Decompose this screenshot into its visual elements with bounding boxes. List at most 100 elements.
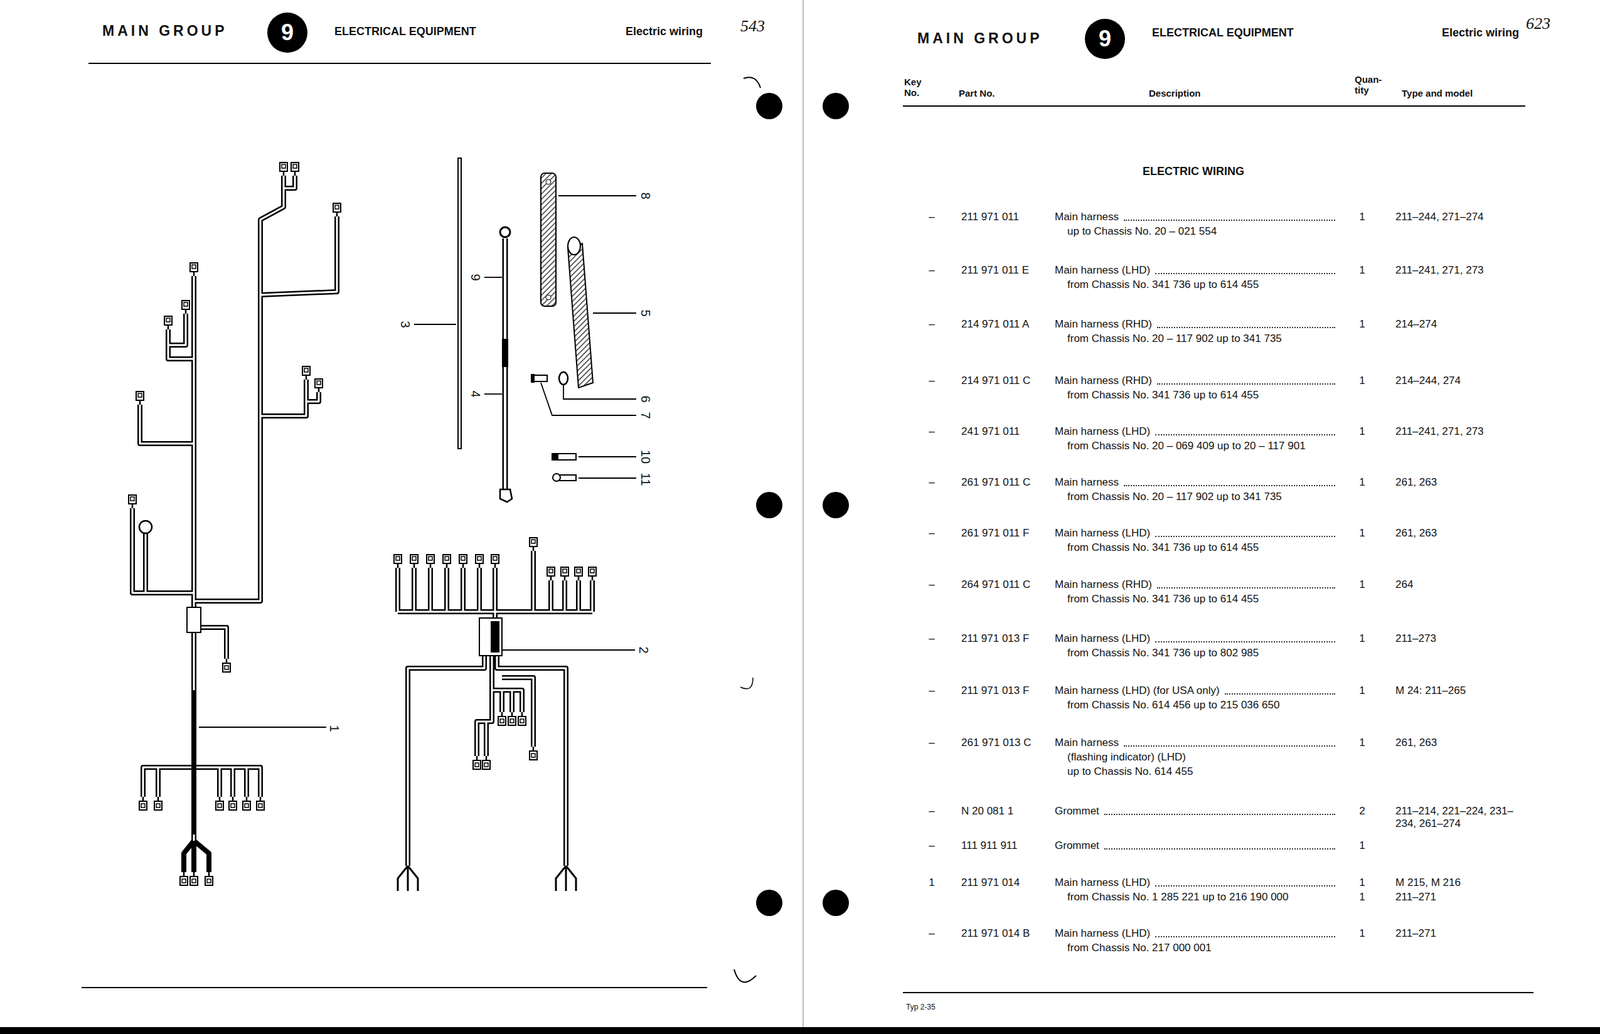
part-number: 261 971 011 C: [961, 476, 1031, 489]
part-number: 214 971 011 C: [961, 374, 1031, 388]
part-number: 261 971 013 C: [961, 736, 1032, 750]
quantity: 1: [1359, 476, 1365, 489]
header-text: Electric wiring: [625, 25, 703, 39]
column-header: Description: [1148, 87, 1201, 99]
handwritten-note: 543: [740, 16, 765, 36]
column-header: Type and model: [1401, 87, 1473, 99]
type-model: 211–244, 271–274: [1395, 210, 1484, 224]
callout-number: 1: [326, 724, 342, 732]
part-description: Main harness (LHD) (for USA only): [1054, 684, 1220, 698]
footer-text: Typ 2-35: [906, 1002, 936, 1012]
type-model: 264: [1395, 578, 1414, 592]
dot-leader: [1224, 693, 1336, 695]
callout-number: 2: [636, 646, 652, 654]
part-description: Main harness: [1054, 210, 1119, 224]
section-title: ELECTRIC WIRING: [1142, 165, 1245, 179]
dot-leader: [1104, 848, 1336, 850]
quantity: 1: [1359, 527, 1365, 540]
part-number: 214 971 011 A: [961, 318, 1030, 331]
part-number: 211 971 014: [961, 876, 1020, 890]
key-number: –: [928, 476, 935, 489]
part-description: Main harness (LHD): [1054, 632, 1151, 646]
part-number: 241 971 011: [961, 425, 1020, 438]
type-model: 211–241, 271, 273: [1395, 425, 1484, 438]
quantity: 1: [1359, 736, 1365, 750]
type-model: 261, 263: [1395, 736, 1437, 750]
group-circle: 9: [1084, 18, 1126, 59]
part-number: 111 911 911: [961, 839, 1018, 853]
column-header: Quan- tity: [1354, 74, 1388, 96]
quantity: 1: [1359, 890, 1365, 904]
part-description: Main harness: [1054, 736, 1119, 750]
type-model: 211–241, 271, 273: [1395, 264, 1484, 277]
callout-number: 6: [638, 395, 654, 403]
key-number: –: [928, 632, 935, 646]
chassis-range: from Chassis No. 341 736 up to 614 455: [1067, 389, 1259, 402]
group-number: 9: [281, 19, 294, 46]
dot-leader: [1104, 813, 1336, 816]
dot-leader: [1155, 936, 1336, 938]
chassis-range: from Chassis No. 341 736 up to 614 455: [1067, 592, 1259, 606]
chassis-range: from Chassis No. 341 736 up to 614 455: [1067, 541, 1259, 555]
quantity: 1: [1359, 876, 1365, 890]
type-model: 211–214, 221–224, 231–234, 261–274: [1395, 805, 1521, 831]
quantity: 1: [1359, 374, 1365, 388]
handwritten-note: 623: [1525, 13, 1551, 34]
type-model: M 215, M 216: [1395, 876, 1461, 890]
part-description: Grommet: [1054, 805, 1100, 818]
key-number: –: [928, 374, 935, 388]
type-model: 211–273: [1395, 632, 1437, 646]
quantity: 1: [1359, 425, 1365, 438]
callout-number: 5: [638, 309, 654, 317]
key-number: –: [928, 684, 935, 698]
callout-number: 9: [468, 273, 484, 281]
key-number: –: [928, 578, 935, 592]
key-number: –: [928, 736, 935, 750]
key-number: –: [928, 210, 935, 224]
header-text: ELECTRICAL EQUIPMENT: [1152, 26, 1294, 41]
group-circle: 9: [267, 12, 308, 53]
quantity: 1: [1359, 927, 1365, 940]
type-model: 211–271: [1395, 927, 1437, 940]
chassis-range: from Chassis No. 20 – 117 902 up to 341 …: [1067, 332, 1282, 346]
part-description: Main harness (LHD): [1054, 527, 1151, 540]
chassis-range: from Chassis No. 341 736 up to 802 985: [1067, 646, 1259, 660]
part-number: 211 971 013 F: [961, 632, 1030, 646]
part-description: Main harness (LHD): [1054, 927, 1151, 940]
column-header: Part No.: [958, 87, 996, 99]
quantity: 2: [1359, 805, 1365, 818]
group-number: 9: [1098, 25, 1112, 53]
callout-number: 11: [638, 473, 654, 487]
dot-leader: [1157, 587, 1336, 589]
header-text: MAIN GROUP: [917, 30, 1043, 48]
part-description: Main harness (RHD): [1054, 374, 1152, 388]
dot-leader: [1157, 326, 1336, 329]
part-number: 264 971 011 C: [961, 578, 1031, 592]
dot-leader: [1155, 641, 1336, 643]
type-model: 261, 263: [1395, 527, 1437, 540]
dot-leader: [1155, 272, 1336, 275]
key-number: –: [928, 927, 935, 940]
dot-leader: [1155, 535, 1336, 538]
type-model: 214–244, 274: [1395, 374, 1461, 388]
quantity: 1: [1359, 578, 1365, 592]
callout-number: 4: [468, 390, 484, 398]
quantity: 1: [1359, 632, 1365, 646]
key-number: –: [928, 425, 935, 438]
part-number: 211 971 011: [961, 210, 1019, 224]
quantity: 1: [1359, 318, 1365, 331]
dot-leader: [1123, 745, 1336, 747]
dot-leader: [1155, 885, 1336, 887]
key-number: –: [928, 805, 935, 818]
chassis-range: up to Chassis No. 614 455: [1067, 765, 1193, 779]
part-number: N 20 081 1: [961, 805, 1014, 818]
part-description: Main harness: [1054, 476, 1119, 489]
chassis-range: from Chassis No. 20 – 117 902 up to 341 …: [1067, 490, 1282, 504]
quantity: 1: [1359, 210, 1365, 224]
part-number: 211 971 011 E: [961, 264, 1030, 277]
dot-leader: [1157, 383, 1336, 385]
chassis-range: from Chassis No. 20 – 069 409 up to 20 –…: [1067, 439, 1306, 453]
key-number: –: [928, 318, 935, 331]
quantity: 1: [1359, 264, 1365, 277]
